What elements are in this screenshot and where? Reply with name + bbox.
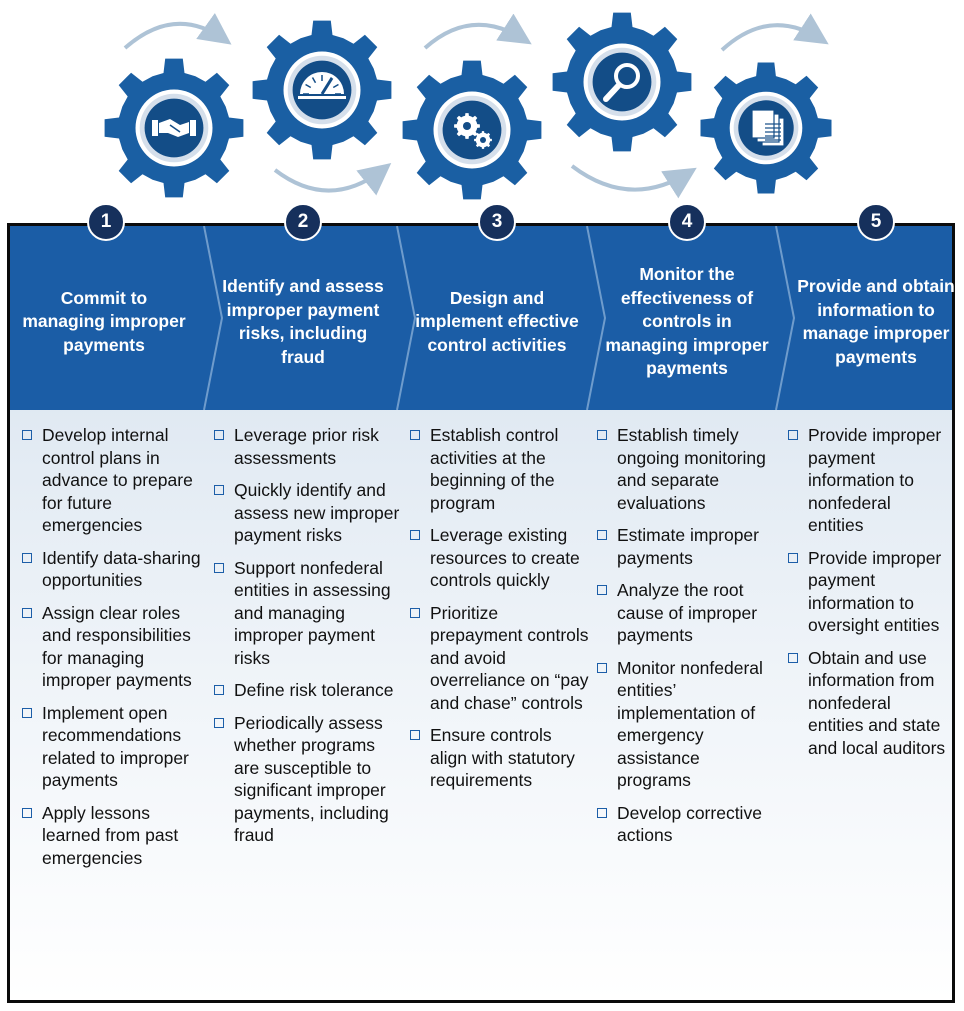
- arrow-2-3: [273, 163, 392, 196]
- action-item: Implement open recommendations related t…: [22, 702, 202, 792]
- checkbox-bullet-icon: [214, 485, 224, 495]
- action-item: Assign clear roles and responsibilities …: [22, 602, 202, 692]
- checkbox-bullet-icon: [214, 430, 224, 440]
- gear-3: [402, 60, 542, 200]
- checkbox-bullet-icon: [214, 562, 224, 573]
- checkbox-bullet-icon: [597, 530, 607, 540]
- action-item: Obtain and use information from nonfeder…: [788, 647, 948, 760]
- checkbox-bullet-icon: [22, 552, 32, 563]
- action-item: Prioritize prepayment controls and avoid…: [410, 602, 590, 715]
- magnifier-icon: [603, 63, 640, 102]
- step-5-title: Provide and obtain information to manage…: [797, 276, 955, 367]
- action-item: Identify data-sharing opportunities: [22, 547, 202, 592]
- checkbox-bullet-icon: [22, 807, 32, 818]
- gauge-icon: [298, 72, 346, 99]
- checkbox-bullet-icon: [410, 730, 420, 740]
- action-item: Periodically assess whether programs are…: [214, 712, 400, 847]
- action-item: Provide improper payment information to …: [788, 547, 948, 637]
- step-4-title: Monitor the effectiveness of controls in…: [605, 264, 769, 379]
- checkbox-bullet-icon: [597, 585, 607, 595]
- process-arrows: [123, 12, 829, 199]
- step-5-actions: Provide improper payment information to …: [788, 424, 948, 769]
- checkbox-bullet-icon: [214, 685, 224, 695]
- gear-1: [104, 58, 244, 198]
- step-4-number: 4: [668, 203, 706, 241]
- step-3-title: Design and implement effective control a…: [415, 287, 579, 355]
- step-3-number: 3: [478, 203, 516, 241]
- action-item: Leverage prior risk assessments: [214, 424, 400, 469]
- banner-segment-4: [587, 226, 794, 410]
- action-item: Establish control activities at the begi…: [410, 424, 590, 514]
- documents-icon: [751, 109, 785, 147]
- checkbox-bullet-icon: [597, 662, 607, 673]
- handshake-icon: [152, 119, 196, 137]
- step-banner: [10, 226, 952, 410]
- gear-5: [700, 62, 832, 194]
- gear-4: [552, 12, 692, 152]
- checkbox-bullet-icon: [22, 607, 32, 618]
- action-item: Support nonfederal entities in assessing…: [214, 557, 400, 670]
- gear-graphics: [104, 12, 832, 200]
- checkbox-bullet-icon: [410, 430, 420, 440]
- step-1-number: 1: [87, 203, 125, 241]
- checkbox-bullet-icon: [597, 430, 607, 440]
- action-item: Develop corrective actions: [597, 802, 777, 847]
- banner-segment-2: [204, 226, 415, 410]
- checkbox-bullet-icon: [214, 717, 224, 728]
- banner-segment-3: [397, 226, 605, 410]
- arrow-4-5: [570, 164, 697, 199]
- arrow-3-4: [423, 13, 532, 50]
- banner-segment-1: [10, 226, 222, 410]
- step-5-number: 5: [857, 203, 895, 241]
- checkbox-bullet-icon: [597, 807, 607, 818]
- checkbox-bullet-icon: [788, 652, 798, 663]
- step-2-number: 2: [284, 203, 322, 241]
- action-item: Leverage existing resources to create co…: [410, 524, 590, 592]
- action-item: Define risk tolerance: [214, 679, 400, 702]
- step-2-title: Identify and assess improper payment ris…: [222, 276, 384, 367]
- action-item: Quickly identify and assess new improper…: [214, 479, 400, 547]
- checkbox-bullet-icon: [22, 430, 32, 440]
- step-3-actions: Establish control activities at the begi…: [410, 424, 590, 802]
- step-1-title: Commit to managing improper payments: [22, 287, 186, 355]
- arrow-1-2: [123, 12, 232, 50]
- action-item: Estimate improper payments: [597, 524, 777, 569]
- banner-segment-5: [776, 226, 952, 410]
- step-2-actions: Leverage prior risk assessments Quickly …: [214, 424, 400, 857]
- action-item: Monitor nonfederal entities’ implementat…: [597, 657, 777, 792]
- action-item: Analyze the root cause of improper payme…: [597, 579, 777, 647]
- cogs-icon: [454, 113, 492, 149]
- action-item: Establish timely ongoing monitoring and …: [597, 424, 777, 514]
- checkbox-bullet-icon: [788, 552, 798, 563]
- step-4-actions: Establish timely ongoing monitoring and …: [597, 424, 777, 857]
- action-item: Apply lessons learned from past emergenc…: [22, 802, 202, 870]
- step-1-actions: Develop internal control plans in advanc…: [22, 424, 202, 879]
- arrow-5-out: [720, 13, 829, 52]
- checkbox-bullet-icon: [22, 707, 32, 718]
- checkbox-bullet-icon: [410, 530, 420, 540]
- action-item: Provide improper payment information to …: [788, 424, 948, 537]
- action-item: Develop internal control plans in advanc…: [22, 424, 202, 537]
- action-item: Ensure controls align with statutory req…: [410, 724, 590, 792]
- gear-2: [252, 20, 392, 160]
- checkbox-bullet-icon: [410, 607, 420, 618]
- checkbox-bullet-icon: [788, 430, 798, 440]
